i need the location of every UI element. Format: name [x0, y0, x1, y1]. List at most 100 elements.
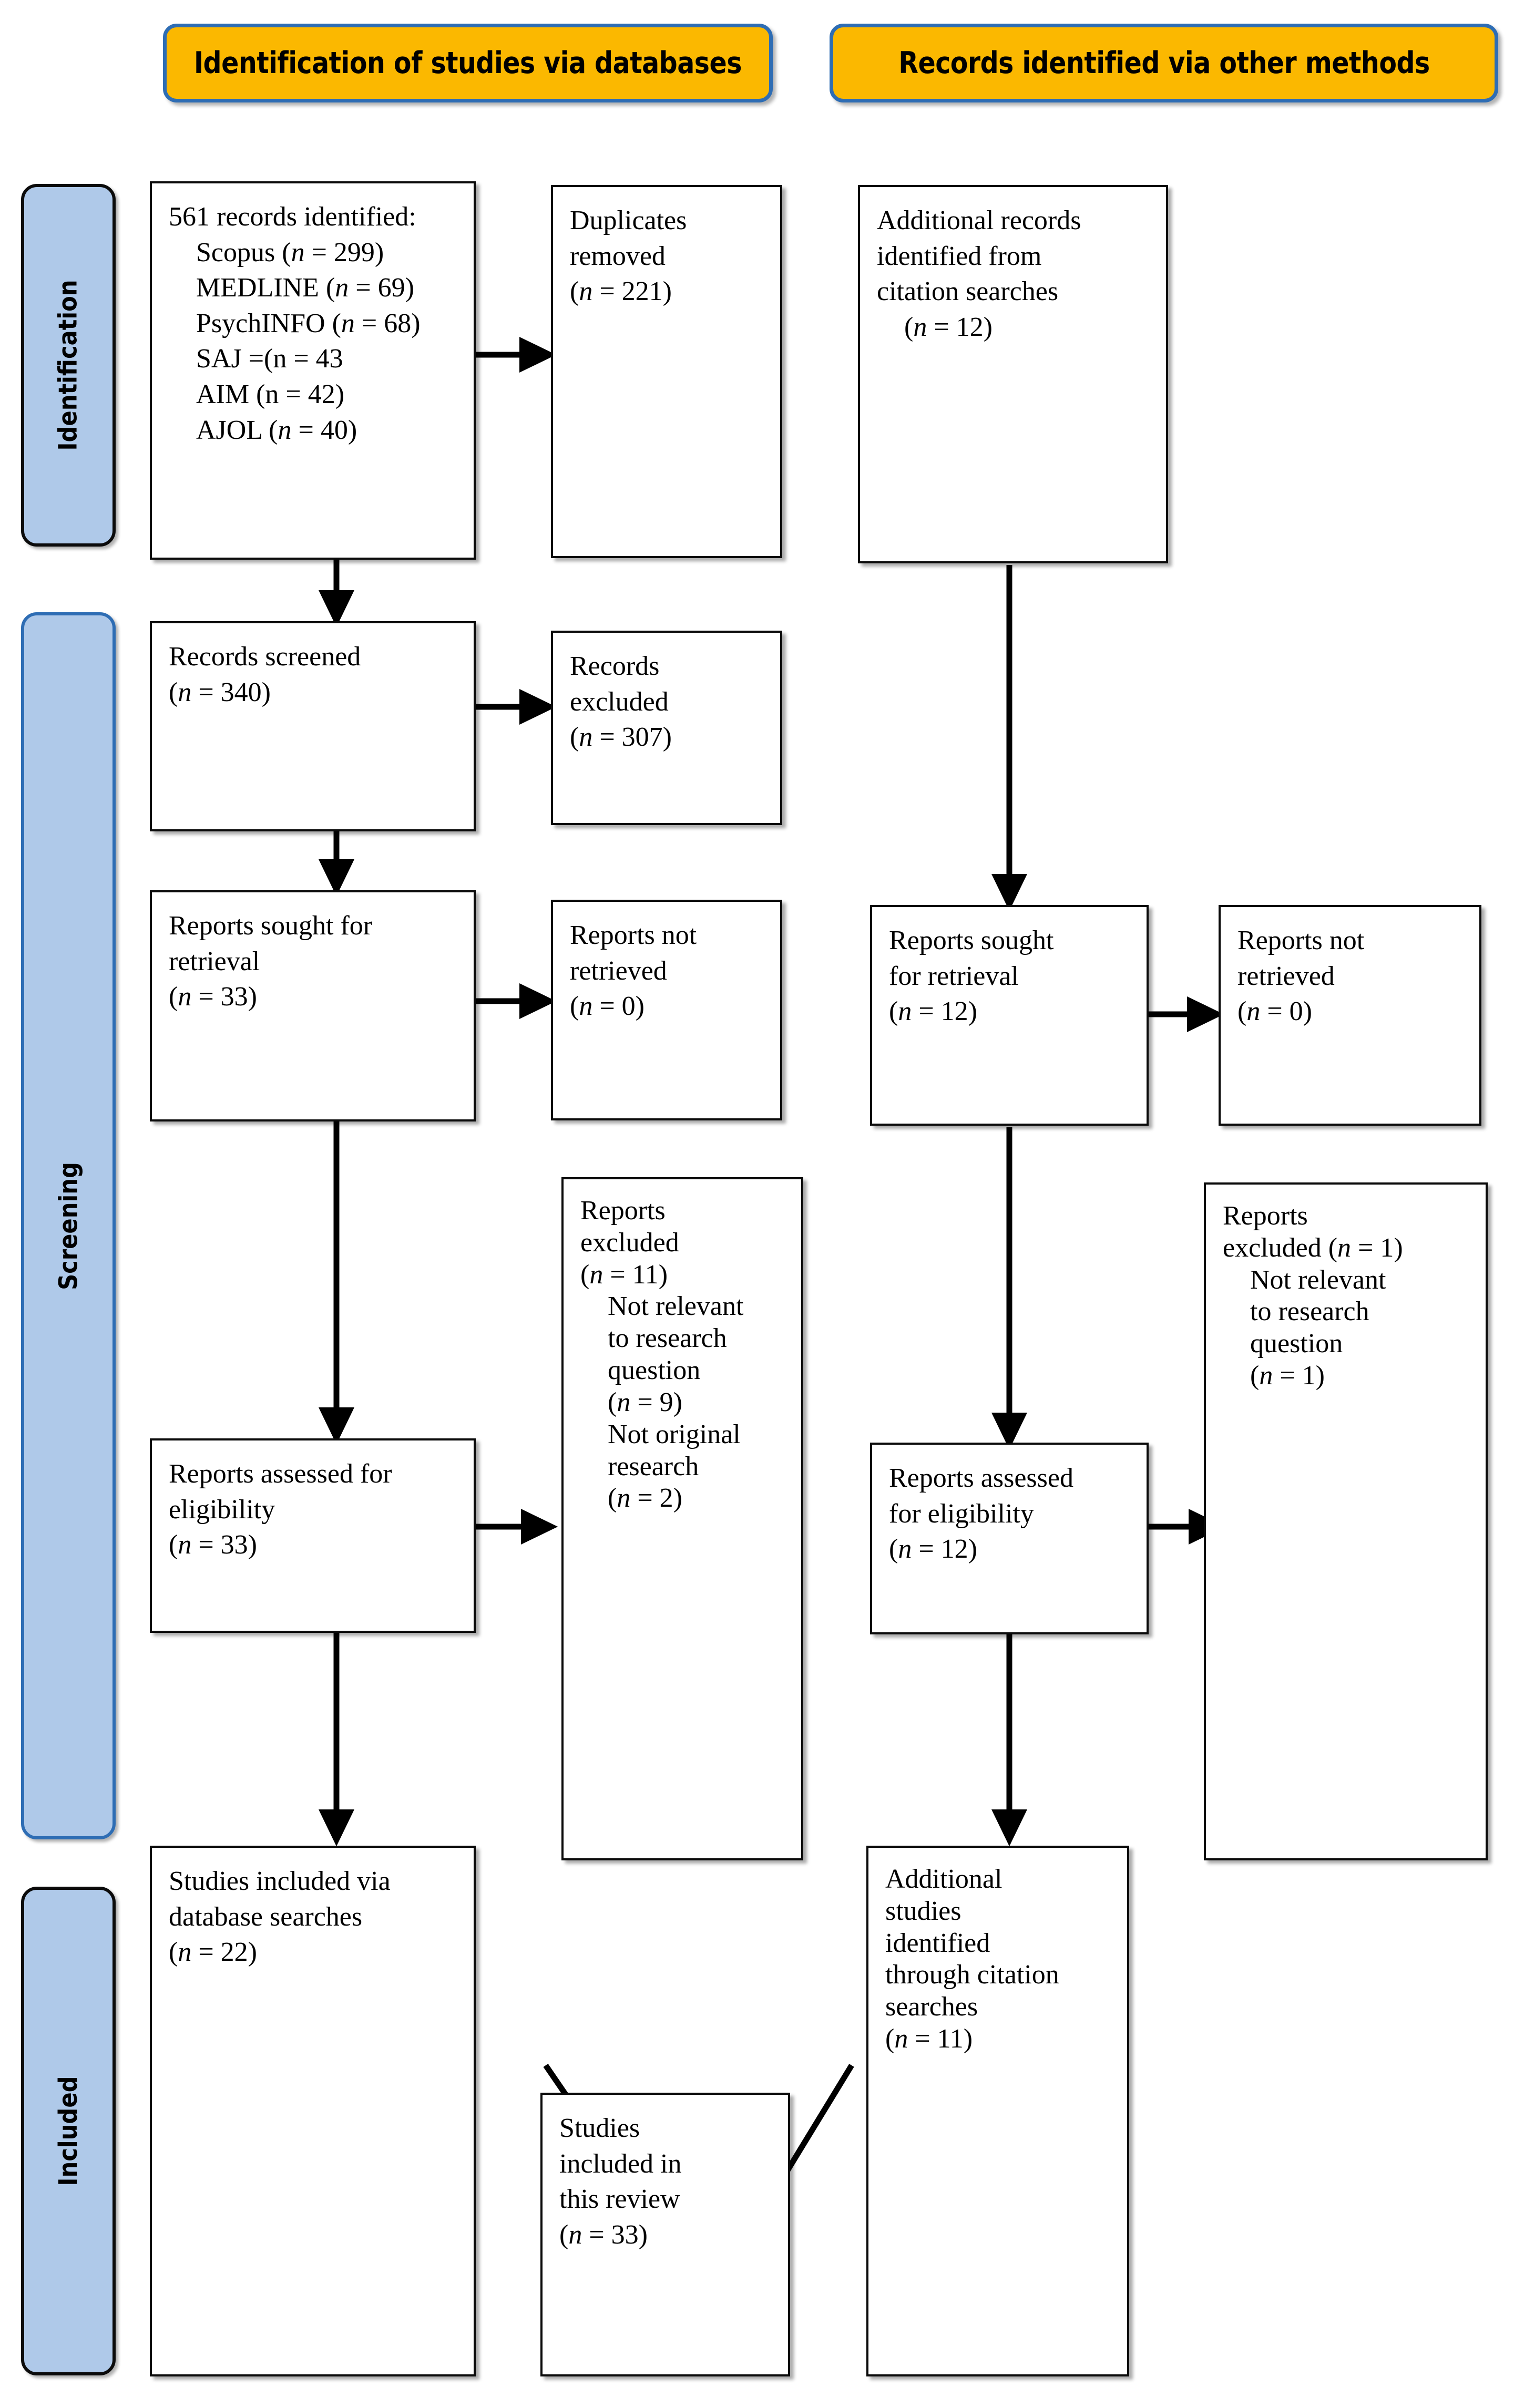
box-text-line: question — [608, 1355, 701, 1386]
box-text-line: research — [608, 1451, 699, 1481]
box-records-identified: 561 records identified: Scopus (n = 299) M… — [150, 181, 476, 560]
box-text-line: Reports sought — [889, 925, 1054, 955]
stage-bar-screening: Screening — [21, 612, 116, 1839]
box-text-line: Records — [570, 651, 660, 681]
box-records-screened: Records screened (n = 340) — [150, 621, 476, 831]
box-duplicates-removed: Duplicates removed (n = 221) — [551, 185, 782, 558]
box-text-line: (n = 9) — [608, 1387, 682, 1417]
box-text-line: excluded (n = 1) — [1223, 1232, 1403, 1263]
box-text-line: (n = 33) — [559, 2219, 648, 2250]
box-additional-records-identified: Additional records identified from citatio… — [858, 185, 1168, 563]
box-records-screened-lines: Records screened (n = 340) — [152, 623, 474, 715]
box-text-line: (n = 12) — [889, 1534, 977, 1565]
box-reports-assessed-eligibility-db-lines: Reports assessed for eligibility (n = 33) — [152, 1440, 474, 1568]
box-text-line: MEDLINE (n = 69) — [196, 273, 414, 303]
box-text-line: (n = 221) — [570, 276, 672, 307]
box-text-line: Scopus (n = 299) — [196, 237, 384, 267]
box-text-line: Additional records — [877, 205, 1081, 235]
box-text-line: excluded — [580, 1227, 679, 1258]
box-text-line: Reports sought for — [169, 911, 373, 941]
header-banner-other-methods-label: Records identified via other methods — [898, 46, 1430, 80]
header-banner-databases-label: Identification of studies via databases — [193, 46, 742, 80]
box-text-line: (n = 11) — [580, 1259, 668, 1290]
box-text-line: this review — [559, 2184, 680, 2215]
box-text-line: AIM (n = 42) — [196, 379, 345, 409]
box-reports-not-retrieved-db-lines: Reports not retrieved (n = 0) — [553, 902, 780, 1030]
box-reports-sought-retrieval-other: Reports sought for retrieval (n = 12) — [870, 905, 1149, 1126]
box-text-line: (n = 340) — [169, 677, 271, 707]
box-text-line: question — [1250, 1329, 1343, 1359]
box-text-line: identified — [885, 1928, 990, 1958]
box-text-line: Reports — [1223, 1201, 1308, 1231]
box-text-line: Records screened — [169, 642, 361, 672]
box-text-line: citation searches — [877, 276, 1059, 307]
box-text-line: through citation — [885, 1960, 1059, 1990]
box-text-line: for eligibility — [889, 1498, 1034, 1529]
box-text-line: (n = 12) — [904, 312, 993, 342]
box-text-line: 561 records identified: — [169, 202, 416, 232]
box-records-excluded-lines: Records excluded (n = 307) — [553, 633, 780, 760]
box-text-line: (n = 2) — [608, 1483, 682, 1514]
box-records-identified-lines: 561 records identified: Scopus (n = 299) M… — [152, 183, 474, 453]
box-additional-records-identified-lines: Additional records identified from citatio… — [860, 187, 1166, 350]
box-text-line: to research — [608, 1323, 727, 1354]
box-text-line: (n = 307) — [570, 722, 672, 753]
box-text-line: Reports not — [1237, 925, 1365, 955]
stage-bar-included: Included — [21, 1887, 116, 2375]
header-banner-databases: Identification of studies via databases — [163, 24, 773, 102]
stage-bar-identification-label: Identification — [54, 280, 83, 451]
box-text-line: Studies — [559, 2113, 640, 2143]
box-text-line: retrieved — [570, 955, 667, 986]
box-text-line: (n = 33) — [169, 1530, 257, 1560]
box-text-line: SAJ =(n = 43 — [196, 344, 343, 374]
box-text-line: PsychINFO (n = 68) — [196, 308, 421, 338]
box-text-line: eligibility — [169, 1494, 275, 1525]
box-text-line: Not relevant — [608, 1291, 744, 1322]
box-reports-sought-retrieval-other-lines: Reports sought for retrieval (n = 12) — [872, 907, 1147, 1035]
stage-bar-identification: Identification — [21, 184, 116, 547]
box-duplicates-removed-lines: Duplicates removed (n = 221) — [553, 187, 780, 315]
box-text-line: (n = 0) — [570, 991, 645, 1022]
box-text-line: (n = 1) — [1250, 1361, 1325, 1391]
box-text-line: (n = 12) — [889, 996, 977, 1027]
box-text-line: searches — [885, 1992, 978, 2022]
stage-bar-included-label: Included — [54, 2076, 84, 2186]
box-text-line: Reports assessed for — [169, 1459, 392, 1489]
box-text-line: Duplicates — [570, 205, 687, 235]
stage-bar-screening-label: Screening — [54, 1161, 83, 1290]
box-text-line: for retrieval — [889, 961, 1019, 991]
box-text-line: identified from — [877, 241, 1042, 271]
box-text-line: Not original — [608, 1419, 741, 1449]
box-text-line: removed — [570, 241, 666, 271]
box-text-line: included in — [559, 2148, 682, 2179]
box-text-line: studies — [885, 1896, 961, 1926]
box-text-line: Reports not — [570, 920, 697, 950]
box-text-line: to research — [1250, 1296, 1369, 1327]
box-reports-not-retrieved-db: Reports not retrieved (n = 0) — [551, 900, 782, 1120]
box-text-line: AJOL (n = 40) — [196, 415, 357, 445]
box-text-line: (n = 22) — [169, 1937, 257, 1968]
box-studies-included-review: Studies included in this review (n = 33) — [540, 2093, 790, 2376]
box-text-line: Not relevant — [1250, 1264, 1386, 1295]
box-text-line: retrieved — [1237, 961, 1335, 991]
box-records-excluded: Records excluded (n = 307) — [551, 631, 782, 825]
box-studies-included-review-lines: Studies included in this review (n = 33) — [543, 2095, 788, 2258]
box-text-line: excluded — [570, 686, 669, 717]
box-text-line: Reports — [580, 1196, 666, 1226]
box-reports-assessed-eligibility-db: Reports assessed for eligibility (n = 33) — [150, 1438, 476, 1633]
box-text-line: Studies included via — [169, 1866, 391, 1896]
box-text-line: (n = 33) — [169, 982, 257, 1012]
